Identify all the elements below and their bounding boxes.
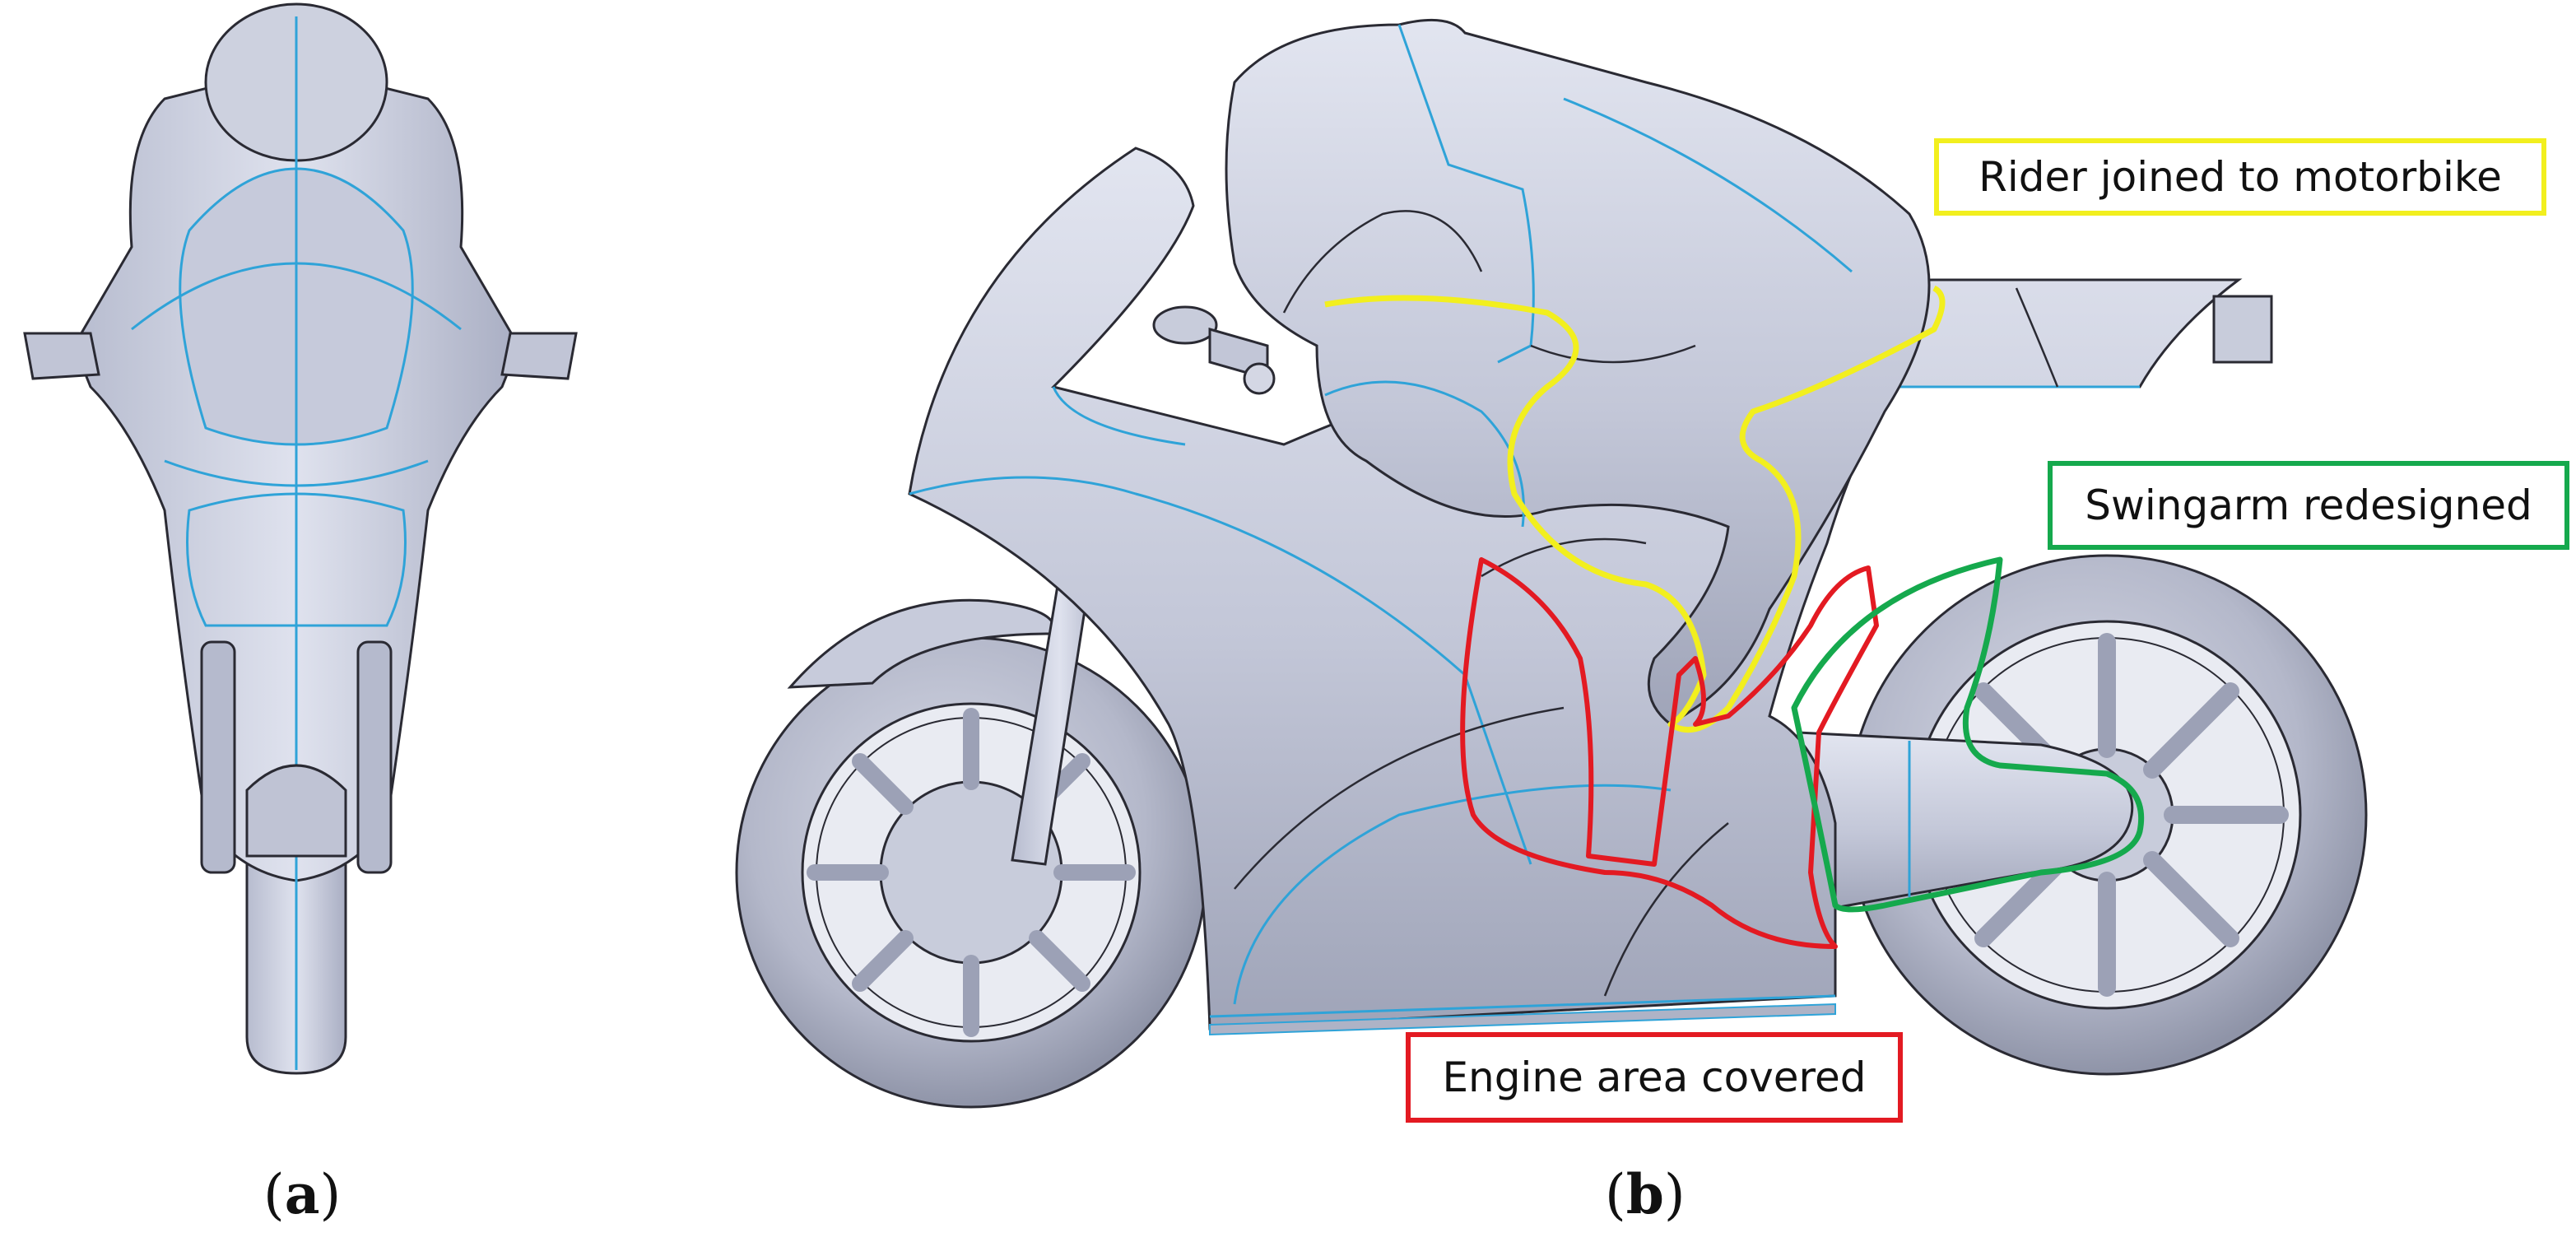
caption-a-open: ( [263,1163,285,1226]
caption-a: (a) [263,1162,341,1226]
engine-cover-outline [1460,557,1879,949]
front-view-mirror-right [500,332,578,380]
front-view-mirror-left [23,332,100,380]
front-view-fork-right [356,640,393,874]
front-fender [787,598,1056,689]
front-wheel [735,636,1207,1109]
annotation-engine: Engine area covered [1406,1032,1903,1123]
annotation-rider-text: Rider joined to motorbike [1978,153,2502,201]
rider-joint-outline [1324,285,1946,733]
exhaust-tip [2212,295,2273,364]
annotation-rider: Rider joined to motorbike [1934,138,2546,216]
annotation-swingarm: Swingarm redesigned [2048,461,2569,550]
caption-b: (b) [1605,1162,1686,1226]
caption-a-close: ) [319,1163,342,1226]
caption-b-close: ) [1663,1163,1686,1226]
handlebar [1152,305,1276,395]
caption-a-letter: a [284,1162,320,1226]
side-view [735,18,2368,1109]
caption-b-open: ( [1605,1163,1626,1226]
swingarm-outline [1791,556,2145,913]
front-view-fork-left [200,640,236,874]
front-view [23,2,578,1075]
annotation-engine-text: Engine area covered [1442,1054,1867,1101]
annotation-swingarm-text: Swingarm redesigned [2085,481,2532,529]
caption-b-letter: b [1625,1162,1664,1226]
